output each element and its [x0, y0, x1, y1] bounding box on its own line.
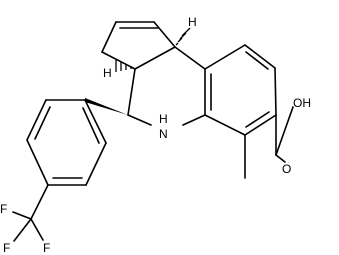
h-stereo-top-label: H	[188, 15, 197, 29]
nh-hydrogen-label: H	[159, 112, 168, 126]
fluorine-2-label: F	[3, 241, 10, 255]
stereo-bonds	[85, 27, 191, 115]
hydroxyl-label: OH	[293, 96, 311, 110]
carbonyl-oxygen-label: O	[282, 162, 291, 176]
wedge-bond	[85, 98, 128, 115]
nitrogen-label: N	[159, 127, 168, 141]
hashed-bond-top	[175, 27, 191, 46]
fluorine-1-label: F	[0, 202, 7, 216]
h-stereo-mid-label: H	[103, 66, 112, 80]
bond-lines	[12, 21, 294, 242]
atom-labels: H H H N OH O F F F	[0, 15, 311, 255]
hashed-bond-mid	[115, 60, 132, 72]
fluorine-3-label: F	[43, 241, 50, 255]
